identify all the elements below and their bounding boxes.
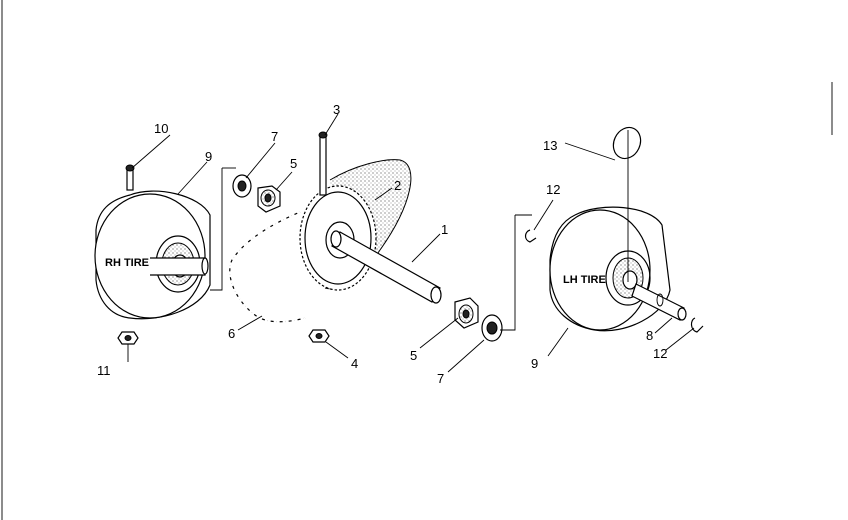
nut-4 xyxy=(308,329,330,343)
callout-12-upper: 12 xyxy=(546,182,560,197)
chain-6 xyxy=(228,210,306,323)
washer-7-right xyxy=(481,314,503,342)
bearing-5-right xyxy=(454,297,479,329)
nut-11 xyxy=(117,331,139,345)
callout-8: 8 xyxy=(646,328,653,343)
callout-3: 3 xyxy=(333,102,340,117)
callout-7-upper: 7 xyxy=(271,129,278,144)
rh-tire xyxy=(94,190,211,320)
callout-6: 6 xyxy=(228,326,235,341)
clip-12-upper xyxy=(524,229,537,243)
bearing-5-left xyxy=(257,185,281,213)
callout-13: 13 xyxy=(543,138,557,153)
lh-tire xyxy=(549,206,671,332)
callout-5-upper: 5 xyxy=(290,156,297,171)
ring-pin-13 xyxy=(612,126,642,282)
rh-tire-label: RH TIRE xyxy=(105,257,149,269)
callout-10: 10 xyxy=(154,121,168,136)
callout-11: 11 xyxy=(97,363,111,378)
rh-bracket-line xyxy=(210,168,223,291)
callout-1: 1 xyxy=(441,222,448,237)
axle-1 xyxy=(330,230,442,304)
callout-9-right: 9 xyxy=(531,356,538,371)
bolt-10 xyxy=(125,164,135,191)
callout-12-lower: 12 xyxy=(653,346,667,361)
callout-7-lower: 7 xyxy=(437,371,444,386)
callout-9-left: 9 xyxy=(205,149,212,164)
leader-lines xyxy=(127,113,695,373)
lh-tire-label: LH TIRE xyxy=(563,274,606,286)
callout-5-lower: 5 xyxy=(410,348,417,363)
washer-7-left xyxy=(232,174,252,198)
lh-bracket-line xyxy=(500,215,516,331)
spacer-8 xyxy=(631,283,687,321)
bolt-3 xyxy=(318,131,328,196)
clip-12-lower xyxy=(690,317,704,333)
callout-4: 4 xyxy=(351,356,358,371)
callout-2: 2 xyxy=(394,178,401,193)
